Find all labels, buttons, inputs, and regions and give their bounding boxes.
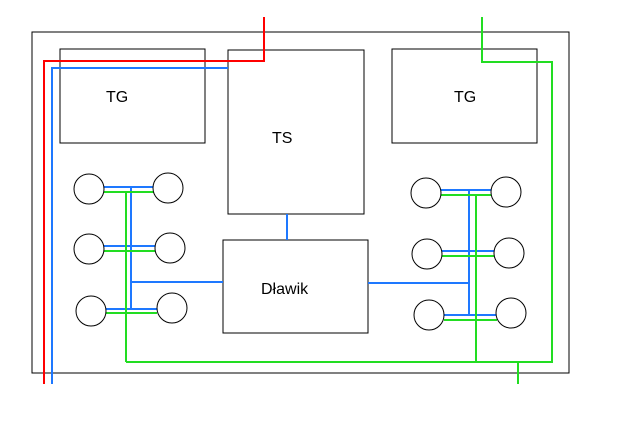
tg-right-label: TG [454, 89, 476, 106]
outer-frame [31, 31, 570, 374]
tg-right-box [391, 48, 538, 144]
circle-left-3a [75, 295, 107, 327]
tg-left-box [59, 48, 206, 144]
circle-left-1b [152, 172, 184, 204]
circle-left-2b [154, 232, 186, 264]
tg-left-label: TG [106, 89, 128, 106]
dlawik-box [222, 239, 369, 334]
blue-wires [51, 67, 497, 384]
circle-left-3b [156, 292, 188, 324]
circle-right-3b [495, 297, 527, 329]
green-wires [104, 17, 553, 384]
ts-box [227, 49, 365, 215]
ts-label: TS [272, 130, 292, 147]
circle-right-3a [413, 299, 445, 331]
circle-right-1b [490, 176, 522, 208]
circle-right-2a [411, 238, 443, 270]
red-wire [43, 17, 265, 384]
circle-right-2b [493, 237, 525, 269]
left-circles [73, 172, 188, 327]
right-circles [410, 176, 527, 331]
dlawik-label: Dławik [261, 281, 309, 298]
circle-right-1a [410, 177, 442, 209]
circle-left-1a [73, 173, 105, 205]
circle-left-2a [73, 233, 105, 265]
